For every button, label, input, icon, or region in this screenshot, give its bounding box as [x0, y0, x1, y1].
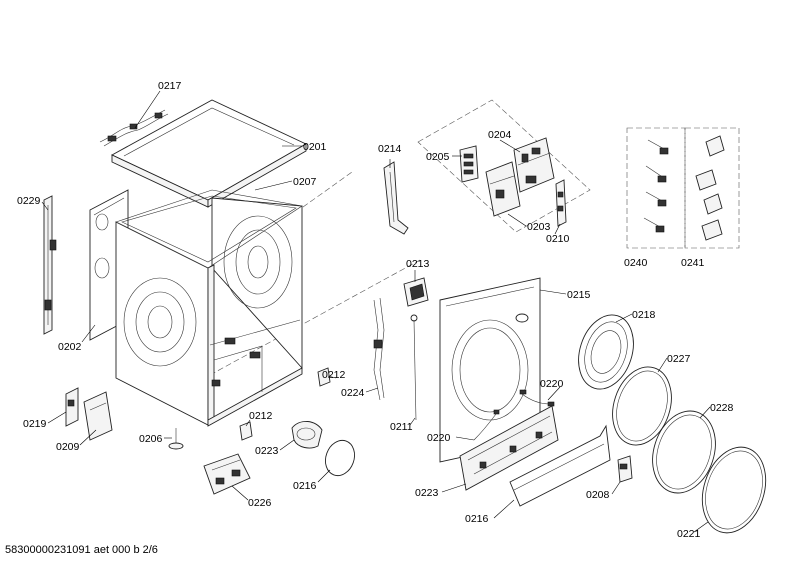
- part-labels: 0217 0201 0207 0229 0202 0219 0209 0206 …: [17, 80, 734, 540]
- part-0221-seal-ring: [701, 446, 767, 534]
- label-0212-upper: 0212: [322, 369, 346, 381]
- label-0203: 0203: [527, 221, 551, 233]
- label-0227: 0227: [667, 353, 691, 365]
- part-0211-rod: [410, 314, 418, 421]
- part-0205-connector: [459, 145, 479, 183]
- assembly-guide-line: [209, 259, 421, 376]
- part-0227-door-glass: [612, 366, 672, 446]
- part-0216-plinth: [509, 424, 611, 507]
- label-0220-lower: 0220: [427, 432, 451, 444]
- part-0219-latch: [65, 387, 79, 427]
- part-0217-harness: [99, 109, 169, 147]
- label-0212-lower: 0212: [249, 410, 273, 422]
- part-0241-kit: [695, 135, 725, 241]
- label-0241: 0241: [681, 257, 705, 269]
- label-0213: 0213: [406, 258, 430, 270]
- part-0220-wire-lower: [473, 409, 500, 441]
- part-0213-box: [403, 277, 429, 307]
- label-0229: 0229: [17, 195, 41, 207]
- label-0215: 0215: [567, 289, 591, 301]
- part-0229-strut: [43, 195, 57, 335]
- label-0208: 0208: [586, 489, 610, 501]
- label-0216-left: 0216: [293, 480, 317, 492]
- label-0228: 0228: [710, 402, 734, 414]
- part-0212-clip-upper: [317, 367, 331, 387]
- label-0207: 0207: [293, 176, 317, 188]
- part-0201-top-cover: [111, 99, 307, 208]
- label-0204: 0204: [488, 129, 512, 141]
- kit-0241-outline: [684, 127, 740, 249]
- part-0228-door-outer: [652, 410, 716, 494]
- part-0203-module: [485, 161, 521, 217]
- part-0210-rail: [555, 179, 567, 227]
- part-0220-wire-upper: [519, 389, 555, 407]
- part-0215-front-panel: [439, 277, 541, 463]
- label-0220-upper: 0220: [540, 378, 564, 390]
- part-0218-door-ring: [578, 314, 634, 390]
- part-0240-kit: [643, 139, 669, 233]
- label-0218: 0218: [632, 309, 656, 321]
- part-0207-cabinet-frame: [115, 189, 303, 427]
- label-0216-right: 0216: [465, 513, 489, 525]
- label-0206: 0206: [139, 433, 163, 445]
- part-0209-panel: [83, 391, 113, 441]
- part-0224-strip: [373, 297, 385, 401]
- part-0226-cover: [203, 453, 251, 495]
- part-0214-bracket: [383, 161, 409, 235]
- label-0201: 0201: [303, 141, 327, 153]
- label-0214: 0214: [378, 143, 402, 155]
- label-0223-right: 0223: [415, 487, 439, 499]
- part-0212-clip-lower: [239, 421, 253, 441]
- part-0223-tray: [459, 405, 559, 491]
- label-0226: 0226: [248, 497, 272, 509]
- part-0206-foot: [168, 428, 184, 450]
- part-0216-disc: [325, 439, 355, 477]
- label-0202: 0202: [58, 341, 82, 353]
- document-footer: 58300000231091 aet 000 b 2/6: [5, 544, 158, 556]
- part-0204-control-board: [513, 137, 555, 193]
- label-0205: 0205: [426, 151, 450, 163]
- label-0240: 0240: [624, 257, 648, 269]
- label-0217: 0217: [158, 80, 182, 92]
- label-0210: 0210: [546, 233, 570, 245]
- label-0221: 0221: [677, 528, 701, 540]
- label-0211: 0211: [390, 421, 413, 433]
- electronics-group-outline: [417, 99, 591, 233]
- leader-lines: [41, 90, 711, 533]
- label-0224: 0224: [341, 387, 365, 399]
- label-0209: 0209: [56, 441, 80, 453]
- label-0219: 0219: [23, 418, 47, 430]
- part-0208-lock: [617, 455, 633, 483]
- label-0223-left: 0223: [255, 445, 279, 457]
- part-0223-ring: [291, 421, 323, 449]
